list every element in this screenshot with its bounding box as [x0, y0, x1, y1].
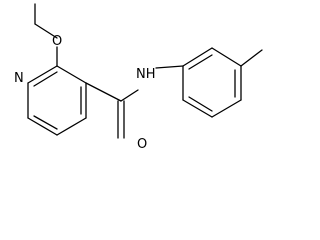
- bond-n-c2-double: [33, 71, 58, 87]
- bond-c5-c6: [27, 117, 58, 136]
- pyridine-ring: [27, 65, 87, 136]
- bond-o-ch2: [34, 23, 58, 39]
- amide-group: [85, 65, 184, 139]
- bond-n-c2: [27, 65, 58, 84]
- bond-n-aryl: [155, 65, 184, 69]
- bond-c5-c6-double: [33, 115, 58, 130]
- bond-a5-a6: [182, 99, 213, 118]
- bond-c2-c3: [56, 65, 87, 84]
- bond-a2-a3: [211, 47, 242, 67]
- atom-labels: N O O NH: [14, 34, 156, 150]
- atom-label-carbonyl-o: O: [137, 137, 147, 150]
- bond-a1-a2: [182, 47, 213, 67]
- structure-diagram: N O O NH: [14, 3, 263, 150]
- bond-c3-carbonyl: [85, 82, 122, 102]
- bond-a5-a6-double: [188, 96, 213, 112]
- tolyl-ring: [182, 47, 263, 118]
- bond-carbonyl-n: [120, 89, 139, 102]
- molecule-drawing: N O O NH: [14, 3, 263, 150]
- bond-a1-a2-double: [188, 54, 213, 70]
- atom-label-ring-n: N: [14, 71, 24, 86]
- bond-a3-methyl: [240, 49, 263, 67]
- bond-c4-c5: [56, 117, 87, 136]
- bond-a4-a5: [211, 99, 242, 118]
- ethoxy-group: [34, 3, 58, 67]
- atom-label-ether-o: O: [52, 34, 62, 49]
- atom-label-amide-nh: NH: [136, 67, 156, 82]
